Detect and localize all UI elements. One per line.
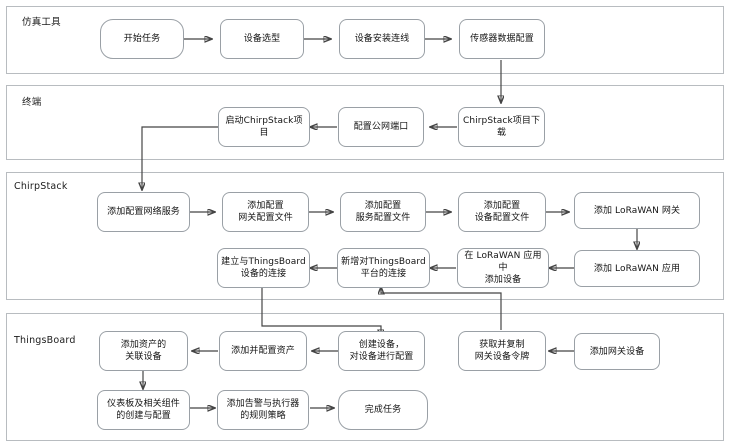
- node-sensor-config[interactable]: 传感器数据配置: [459, 19, 545, 59]
- node-start-task[interactable]: 开始任务: [100, 19, 184, 59]
- node-device-selection[interactable]: 设备选型: [220, 19, 304, 59]
- node-label: 添加 LoRaWAN 应用: [593, 263, 681, 274]
- node-service-config-file[interactable]: 添加配置 服务配置文件: [340, 192, 426, 232]
- node-public-port[interactable]: 配置公网端口: [338, 107, 424, 147]
- node-label: 设备安装连线: [354, 34, 410, 44]
- node-add-network-service[interactable]: 添加配置网络服务: [97, 192, 190, 232]
- node-start-chirpstack[interactable]: 启动ChirpStack项目: [218, 107, 310, 147]
- node-finish-task[interactable]: 完成任务: [338, 390, 428, 430]
- lane-label-terminal: 终端: [22, 97, 42, 108]
- node-create-device[interactable]: 创建设备， 对设备进行配置: [338, 331, 425, 371]
- node-gateway-config-file[interactable]: 添加配置 网关配置文件: [222, 192, 309, 232]
- node-label: ChirpStack项目下载: [462, 116, 541, 138]
- node-label: 启动ChirpStack项目: [225, 116, 303, 138]
- node-label: 新增对ThingsBoard 平台的连接: [341, 257, 426, 279]
- lane-label-chirpstack: ChirpStack: [14, 181, 68, 192]
- lane-label-thingsboard: ThingsBoard: [14, 335, 76, 346]
- node-label: 添加 LoRaWAN 网关: [593, 205, 681, 216]
- node-device-config-file[interactable]: 添加配置 设备配置文件: [458, 192, 546, 232]
- node-add-device-in-application[interactable]: 在 LoRaWAN 应用中 添加设备: [457, 248, 549, 288]
- node-label: 添加并配置资产: [231, 346, 295, 356]
- node-label: 建立与ThingsBoard 设备的连接: [221, 257, 306, 279]
- node-add-lorawan-gateway[interactable]: 添加 LoRaWAN 网关: [574, 192, 700, 229]
- node-new-thingsboard-platform-connection[interactable]: 新增对ThingsBoard 平台的连接: [337, 248, 430, 288]
- node-label: 设备选型: [243, 34, 281, 44]
- node-label: 完成任务: [364, 405, 402, 415]
- lane-label-sim: 仿真工具: [22, 17, 61, 28]
- node-copy-gateway-token[interactable]: 获取并复制 网关设备令牌: [458, 331, 546, 371]
- node-chirpstack-download[interactable]: ChirpStack项目下载: [458, 107, 545, 147]
- node-label: 添加配置 设备配置文件: [474, 201, 530, 223]
- node-label: 在 LoRaWAN 应用中 添加设备: [464, 251, 542, 285]
- node-device-install[interactable]: 设备安装连线: [339, 19, 425, 59]
- node-alarm-rule-strategy[interactable]: 添加告警与执行器 的规则策略: [217, 390, 309, 430]
- node-dashboard-config[interactable]: 仪表板及相关组件 的创建与配置: [97, 390, 190, 430]
- node-add-lorawan-application[interactable]: 添加 LoRaWAN 应用: [574, 250, 700, 287]
- node-label: 获取并复制 网关设备令牌: [474, 340, 530, 362]
- node-label: 添加配置 网关配置文件: [238, 201, 293, 223]
- node-add-gateway-device[interactable]: 添加网关设备: [574, 333, 660, 370]
- node-label: 添加配置 服务配置文件: [355, 201, 411, 223]
- node-build-thingsboard-device-connection[interactable]: 建立与ThingsBoard 设备的连接: [217, 248, 310, 288]
- node-label: 配置公网端口: [353, 122, 409, 132]
- node-label: 添加网关设备: [589, 346, 645, 357]
- node-label: 添加告警与执行器 的规则策略: [226, 399, 300, 421]
- node-asset-related-device[interactable]: 添加资产的 关联设备: [99, 331, 188, 371]
- node-add-config-asset[interactable]: 添加并配置资产: [219, 331, 307, 371]
- node-label: 开始任务: [123, 34, 161, 44]
- node-label: 添加配置网络服务: [107, 207, 180, 217]
- node-label: 创建设备， 对设备进行配置: [349, 340, 414, 362]
- node-label: 仪表板及相关组件 的创建与配置: [107, 399, 180, 421]
- node-label: 传感器数据配置: [470, 34, 534, 44]
- node-label: 添加资产的 关联设备: [120, 340, 167, 362]
